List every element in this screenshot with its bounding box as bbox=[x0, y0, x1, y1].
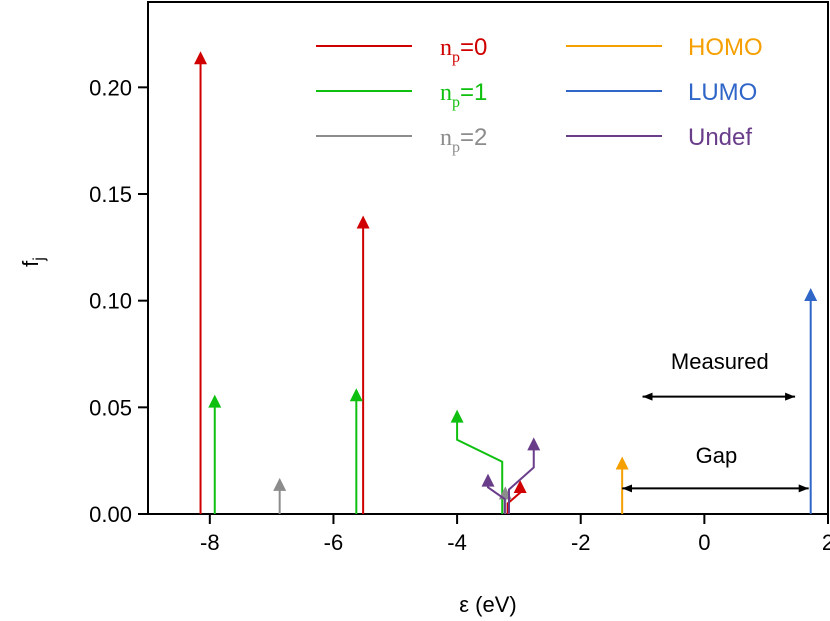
np1-marker-2 bbox=[450, 409, 464, 423]
y-tick-label-4: 0.20 bbox=[89, 75, 132, 100]
np1-marker-0 bbox=[208, 394, 222, 408]
legend-label-base: n bbox=[440, 35, 452, 61]
y-axis: 0.00 0.05 0.10 0.15 0.20 bbox=[89, 75, 148, 527]
undef-stem-1 bbox=[508, 449, 535, 514]
x-tick-label-4: 0 bbox=[698, 530, 710, 555]
legend-label-sub: p bbox=[452, 139, 460, 156]
y-tick-label-0: 0.00 bbox=[89, 502, 132, 527]
np0-marker-0 bbox=[194, 51, 208, 65]
legend-label-undef: Undef bbox=[688, 124, 752, 151]
legend-label-rest: =0 bbox=[460, 34, 487, 61]
legend-label-np1: np=1 bbox=[440, 79, 487, 111]
legend-label-np0: np=0 bbox=[440, 34, 487, 66]
x-tick-label-1: -6 bbox=[324, 530, 344, 555]
x-tick-label-2: -4 bbox=[447, 530, 467, 555]
np1-stem-2 bbox=[456, 421, 504, 514]
y-tick-label-3: 0.15 bbox=[89, 182, 132, 207]
np1-marker-1 bbox=[349, 388, 363, 402]
np0-marker-2 bbox=[513, 480, 527, 493]
legend-label-homo: HOMO bbox=[688, 34, 763, 61]
legend-label-sub: p bbox=[452, 49, 460, 66]
plot-frame bbox=[147, 1, 829, 515]
undef-marker-0 bbox=[481, 473, 495, 487]
y-axis-title: fj bbox=[18, 257, 48, 267]
legend-label-base: n bbox=[440, 125, 452, 151]
homo-marker-0 bbox=[615, 456, 629, 470]
undef-marker-1 bbox=[527, 437, 541, 451]
x-tick-label-0: -8 bbox=[200, 530, 220, 555]
y-axis-title-main: f bbox=[18, 260, 43, 267]
legend-label-lumo: LUMO bbox=[688, 79, 757, 106]
legend-label-base: n bbox=[440, 80, 452, 106]
y-tick-label-2: 0.10 bbox=[89, 289, 132, 314]
np2-marker-0 bbox=[273, 477, 287, 491]
y-axis-title-sub: j bbox=[31, 257, 48, 262]
x-axis: -8 -6 -4 -2 0 2 bbox=[200, 514, 830, 555]
legend-label-sub: p bbox=[452, 94, 460, 111]
legend-label-rest: =2 bbox=[460, 124, 487, 151]
stems bbox=[194, 51, 818, 514]
x-tick-label-3: -2 bbox=[571, 530, 591, 555]
gap-label: Gap bbox=[696, 443, 738, 468]
y-tick-label-1: 0.05 bbox=[89, 395, 132, 420]
x-axis-title: ε (eV) bbox=[459, 592, 516, 617]
legend-label-np2: np=2 bbox=[440, 124, 487, 156]
lumo-marker-0 bbox=[804, 288, 818, 301]
x-tick-label-5: 2 bbox=[822, 530, 830, 555]
legend-label-rest: =1 bbox=[460, 79, 487, 106]
np0-marker-1 bbox=[356, 215, 370, 229]
measured-label: Measured bbox=[671, 349, 769, 374]
